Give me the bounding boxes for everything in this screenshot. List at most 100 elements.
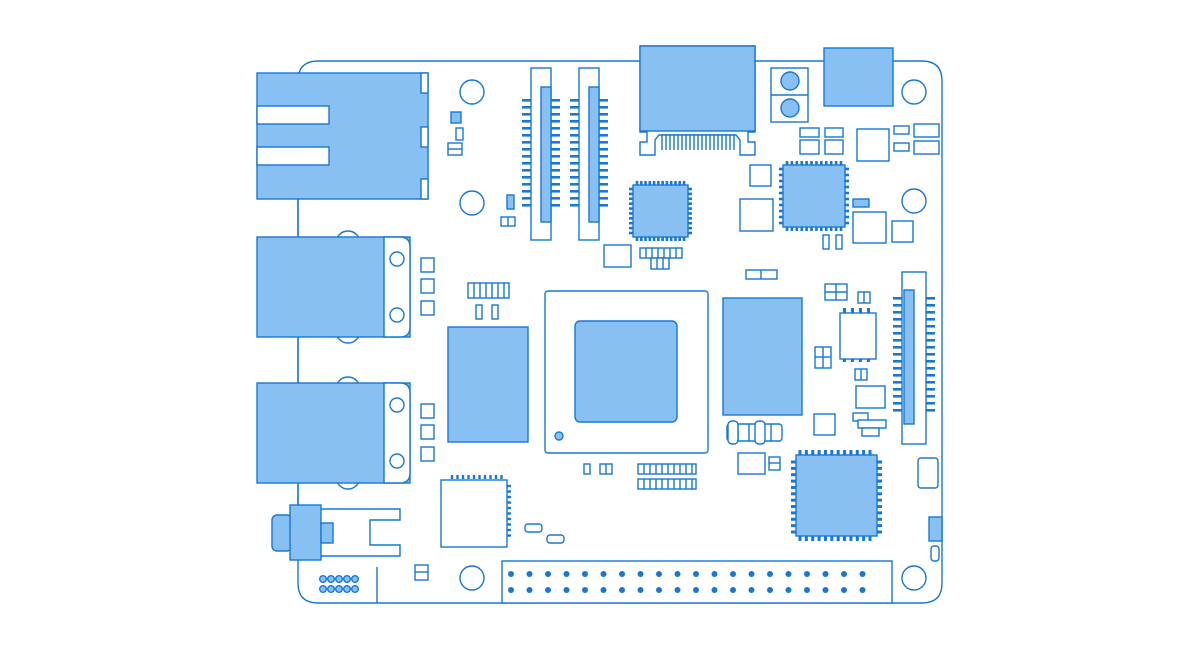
chip-pin: [859, 308, 862, 313]
chip-pin: [815, 227, 818, 231]
connector-pin: [926, 332, 935, 335]
chip-pin: [851, 308, 854, 313]
connector-pin: [599, 141, 608, 144]
chip-pin: [669, 181, 673, 185]
chip-pin: [823, 536, 827, 541]
chip-pin: [644, 181, 647, 185]
small-component: [455, 127, 464, 141]
chip-pin: [688, 192, 692, 196]
connector-pin: [599, 197, 608, 200]
chip-pin: [877, 460, 882, 464]
chip-pin: [836, 450, 840, 455]
connector-pin: [599, 190, 608, 193]
gpio-pin: [563, 571, 570, 577]
chip-pin: [811, 450, 815, 455]
side-connector: [893, 271, 935, 445]
module-pin: [456, 475, 459, 479]
usb-side-component: [420, 403, 435, 419]
connector-pin: [893, 297, 902, 300]
connector-pin: [522, 113, 531, 116]
small-component: [913, 123, 940, 138]
mounting-hole: [901, 188, 927, 214]
ethernet-port-tab: [420, 126, 429, 148]
connector-pin: [522, 190, 531, 193]
chip-pin: [845, 191, 849, 195]
power-connector-screw: [780, 71, 800, 91]
gpio-pin: [600, 571, 607, 577]
connector-pin: [551, 204, 560, 207]
connector-pin: [926, 381, 935, 384]
chip-pin: [877, 524, 882, 528]
connector-pin: [893, 346, 902, 349]
small-component: [852, 198, 870, 208]
connector-pin: [599, 106, 608, 109]
mounting-hole: [901, 565, 927, 591]
ram-chip-left: [447, 326, 529, 443]
small-component: [930, 545, 940, 562]
vent-hole: [335, 585, 344, 594]
small-component: [524, 523, 543, 533]
chip-pin: [682, 181, 686, 185]
chip-pin: [823, 450, 827, 455]
gpio-pin: [656, 587, 662, 593]
connector-pin: [551, 183, 560, 186]
gpio-pin: [748, 587, 755, 593]
chip-pin: [790, 161, 794, 165]
chip-pin: [635, 237, 639, 241]
connector-pin: [893, 360, 902, 363]
chip-pin: [817, 450, 821, 455]
fpc-connector-left: [522, 67, 560, 241]
chip-pin: [817, 536, 821, 541]
chip-pin: [791, 492, 796, 496]
connector-pin: [522, 176, 531, 179]
chip-pin: [648, 237, 652, 241]
usb-port-screw: [389, 307, 405, 323]
module-pin: [472, 475, 476, 479]
chip-pin: [877, 505, 882, 509]
vent-hole: [319, 575, 328, 584]
chip-pin: [652, 237, 656, 241]
connector-pin: [551, 113, 560, 116]
chip-pin: [652, 181, 656, 185]
connector-pin: [551, 169, 560, 172]
chip-pin: [779, 197, 783, 201]
resistor-array: [467, 282, 510, 299]
qfn-chip-center: [629, 181, 692, 241]
connector-pin: [893, 353, 902, 356]
connector-pin: [926, 409, 935, 412]
connector-latch: [540, 86, 552, 223]
chip-pin: [845, 209, 849, 213]
connector-pin: [926, 360, 935, 363]
gpio-pin: [637, 587, 644, 593]
connector-pin: [926, 402, 935, 405]
usb-port-lower: [256, 376, 435, 490]
small-component: [813, 413, 836, 436]
small-component: [852, 211, 887, 244]
chip-pin: [648, 181, 652, 185]
hdmi-port-body: [639, 45, 756, 132]
small-component: [583, 463, 591, 475]
chip-pin: [779, 221, 783, 225]
connector-pin: [893, 339, 902, 342]
connector-pin: [570, 176, 579, 179]
connector-pin: [522, 99, 531, 102]
chip-pin: [657, 237, 660, 241]
small-component: [913, 140, 940, 155]
vent-hole: [335, 575, 344, 584]
chip-pin: [795, 227, 799, 231]
connector-pin: [570, 155, 579, 158]
chip-pin: [688, 212, 692, 215]
small-component: [450, 111, 462, 124]
chip-pin: [798, 536, 802, 541]
gpio-pin: [526, 587, 533, 593]
chip-pin: [657, 181, 660, 185]
small-component: [835, 234, 843, 250]
chip-body: [782, 164, 846, 228]
module-pin: [489, 475, 492, 479]
chip-pin: [810, 161, 813, 165]
connector-pin: [522, 134, 531, 137]
chip-pin: [877, 517, 882, 521]
connector-pin: [570, 127, 579, 130]
connector-pin: [522, 169, 531, 172]
module-pin: [507, 517, 511, 521]
